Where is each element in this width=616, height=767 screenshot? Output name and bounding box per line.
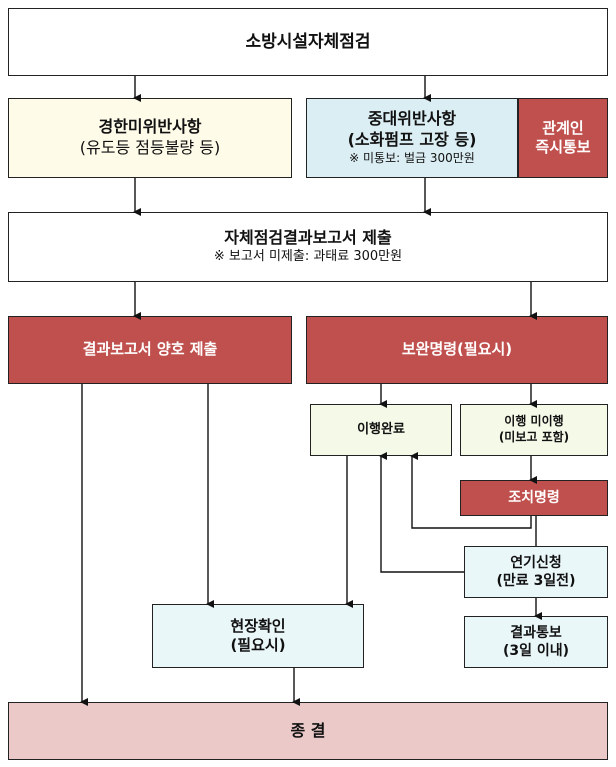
action-order-label: 조치명령 <box>508 489 560 506</box>
minor-violation-sub: (유도등 점등불량 등) <box>79 138 221 157</box>
box-supplement-order: 보완명령(필요시) <box>306 316 608 384</box>
good-report-label: 결과보고서 양호 제출 <box>82 340 218 359</box>
box-action-order: 조치명령 <box>460 480 608 516</box>
site-check-line1: 현장확인 <box>230 616 286 635</box>
box-minor-violation: 경한미위반사항 (유도등 점등불량 등) <box>8 98 292 178</box>
result-notice-line2: (3일 이내) <box>502 643 570 659</box>
supplement-order-label: 보완명령(필요시) <box>401 340 513 359</box>
box-extension-request: 연기신청 (만료 3일전) <box>464 546 608 598</box>
site-check-line2: (필요시) <box>230 636 286 654</box>
extension-request-line2: (만료 3일전) <box>496 573 576 589</box>
major-violation-title: 중대위반사항 <box>367 109 457 129</box>
box-not-completed: 이행 미이행 (미보고 포함) <box>460 404 608 456</box>
notify-owner-line2: 즉시통보 <box>535 138 591 156</box>
self-inspection-label: 소방시설자체점검 <box>245 31 371 52</box>
box-completed: 이행완료 <box>310 404 452 456</box>
major-violation-note: ※ 미통보: 벌금 300만원 <box>349 151 475 165</box>
box-site-check: 현장확인 (필요시) <box>152 604 364 668</box>
box-end: 종 결 <box>8 702 608 760</box>
box-major-violation: 중대위반사항 (소화펌프 고장 등) ※ 미통보: 벌금 300만원 <box>306 98 518 178</box>
box-self-inspection: 소방시설자체점검 <box>8 8 608 76</box>
result-notice-line1: 결과통보 <box>510 624 562 641</box>
box-submit-report: 자체점검결과보고서 제출 ※ 보고서 미제출: 과태료 300만원 <box>8 212 608 282</box>
arrow-action-to-done <box>410 452 532 529</box>
notify-owner-line1: 관계인 <box>542 118 584 137</box>
completed-label: 이행완료 <box>357 421 405 437</box>
box-result-notice: 결과통보 (3일 이내) <box>464 616 608 668</box>
box-good-report: 결과보고서 양호 제출 <box>8 316 292 384</box>
arrow-extension-to-done <box>379 452 464 573</box>
submit-report-note: ※ 보고서 미제출: 과태료 300만원 <box>213 248 403 264</box>
not-completed-line1: 이행 미이행 <box>504 414 564 429</box>
box-notify-owner: 관계인 즉시통보 <box>518 98 608 178</box>
not-completed-line2: (미보고 포함) <box>498 430 570 444</box>
end-label: 종 결 <box>290 720 326 740</box>
submit-report-title: 자체점검결과보고서 제출 <box>224 228 392 248</box>
extension-request-line1: 연기신청 <box>510 554 562 571</box>
minor-violation-title: 경한미위반사항 <box>98 117 202 137</box>
major-violation-sub: (소화펌프 고장 등) <box>347 130 477 150</box>
